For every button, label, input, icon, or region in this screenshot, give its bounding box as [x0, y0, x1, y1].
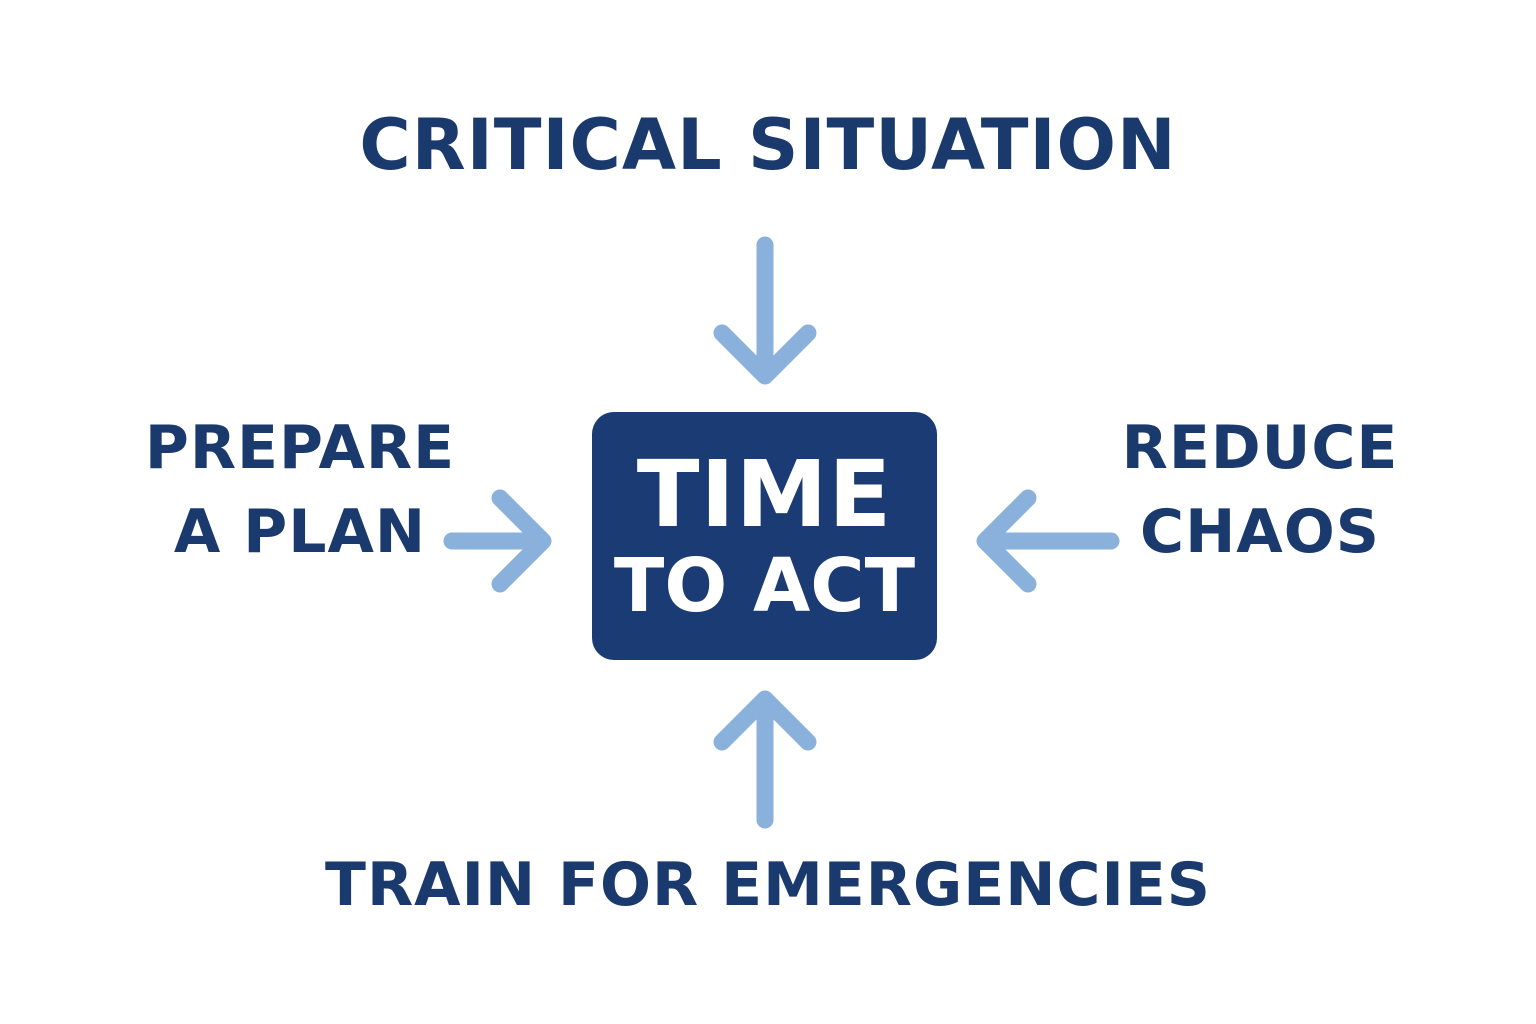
time-to-act-line-2: TO ACT	[613, 543, 916, 629]
arrow-right-icon	[443, 489, 552, 593]
time-to-act-box: TIME TO ACT	[592, 412, 937, 660]
arrow-left-icon	[976, 489, 1120, 593]
arrow-down-icon	[713, 236, 817, 385]
reduce-chaos-label: REDUCE CHAOS	[1090, 406, 1430, 574]
time-to-act-line-1: TIME	[636, 441, 893, 548]
train-for-emergencies-label: TRAIN FOR EMERGENCIES	[325, 850, 1211, 920]
critical-situation-label: CRITICAL SITUATION	[359, 104, 1177, 186]
prepare-plan-label: PREPARE A PLAN	[130, 406, 470, 574]
prepare-plan-line-1: PREPARE	[144, 413, 456, 483]
arrow-up-icon	[713, 690, 817, 829]
prepare-plan-line-2: A PLAN	[173, 497, 427, 567]
reduce-chaos-line-1: REDUCE	[1121, 413, 1399, 483]
reduce-chaos-line-2: CHAOS	[1140, 497, 1380, 567]
